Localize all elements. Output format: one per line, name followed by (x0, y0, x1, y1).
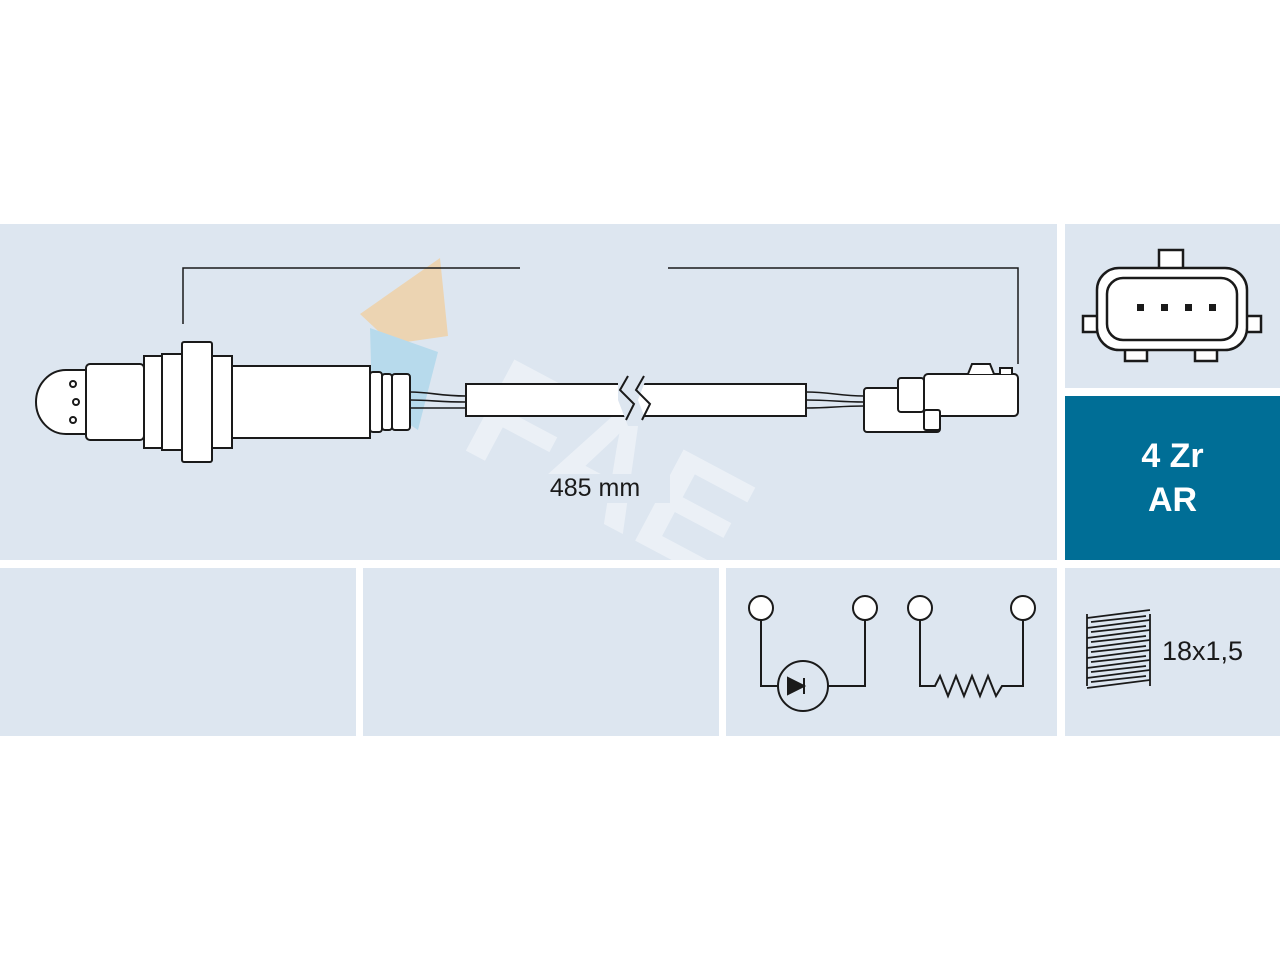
break-mark (618, 375, 652, 421)
sensor-type-line1: 4 Zr (1141, 437, 1204, 475)
svg-text:FAE: FAE (442, 326, 778, 560)
thread-panel: 18x1,5 (1065, 568, 1280, 736)
connector-icon (1081, 248, 1263, 363)
empty-info-panel-1 (0, 568, 356, 736)
empty-info-panel-2 (363, 568, 719, 736)
wire-right (805, 391, 865, 409)
sensor-type-line2: AR (1147, 481, 1198, 519)
sensor-type-panel: 4 Zr AR (1065, 396, 1280, 560)
oxygen-sensor-drawing: FAE (35, 258, 1019, 560)
wiring-diagram (748, 595, 1036, 712)
sensor-body (35, 341, 411, 463)
thread-spec-label: 18x1,5 (1162, 636, 1244, 666)
heater-symbol-icon (907, 595, 1036, 699)
wiring-diagram-panel (726, 568, 1057, 736)
thread-icon (1086, 609, 1151, 689)
plug-connector (863, 363, 1019, 433)
connector-pins (1137, 304, 1216, 311)
cable-length-label: 485 mm (520, 474, 670, 503)
dimension-line (182, 267, 1019, 364)
connector-panel (1065, 224, 1280, 388)
sensor-drawing-panel: FAE (0, 224, 1057, 560)
wire-left (409, 391, 467, 409)
probe-symbol-icon (748, 595, 878, 712)
